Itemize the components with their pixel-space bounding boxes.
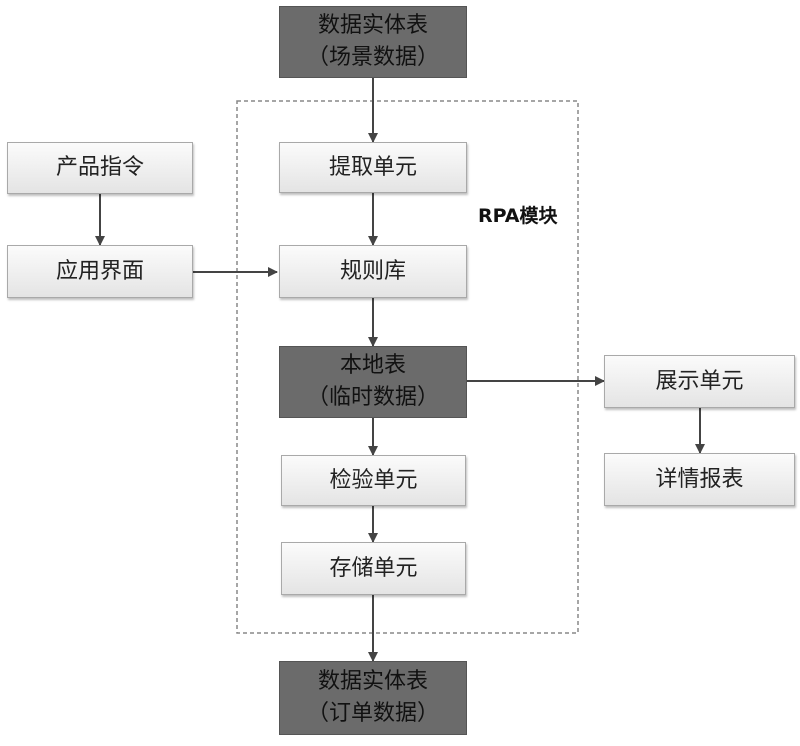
product-command-label: 产品指令 [55,155,144,180]
rpa-module-label: RPA模块 [478,205,558,227]
detail-report-node: 详情报表 [604,453,795,506]
extract-unit-label: 提取单元 [328,154,417,180]
app-interface-node: 应用界面 [7,245,193,298]
output-data-table-node: 数据实体表 （订单数据） [279,661,467,735]
app-interface-label: 应用界面 [55,258,144,284]
extract-unit-node: 提取单元 [279,142,467,193]
storage-unit-label: 存储单元 [329,555,418,581]
verify-unit-node: 检验单元 [281,455,466,506]
detail-report-label: 详情报表 [655,466,744,492]
output-table-subtitle: （订单数据） [306,701,439,726]
rpa-module-border [236,100,579,634]
storage-unit-node: 存储单元 [281,542,466,595]
local-table-title: 本地表 [339,353,406,378]
rule-base-label: 规则库 [339,258,406,284]
display-unit-label: 展示单元 [655,368,744,394]
source-table-subtitle: （场景数据） [306,45,439,70]
display-unit-node: 展示单元 [604,355,795,408]
local-table-node: 本地表 （临时数据） [279,346,467,418]
source-data-table-node: 数据实体表 （场景数据） [279,6,467,78]
verify-unit-label: 检验单元 [329,467,418,493]
output-table-title: 数据实体表 [317,669,428,694]
product-command-node: 产品指令 [7,142,193,194]
local-table-subtitle: （临时数据） [306,385,439,410]
source-table-title: 数据实体表 [317,13,428,38]
rule-base-node: 规则库 [279,245,467,298]
